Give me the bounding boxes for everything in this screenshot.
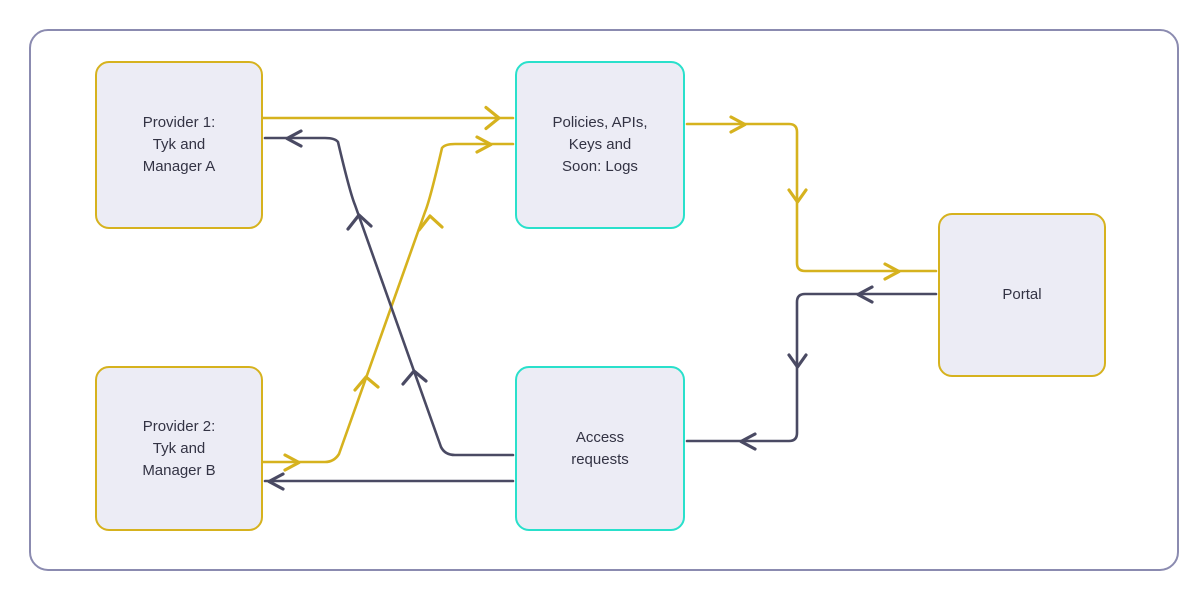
edge-policies-to-portal [685,115,938,281]
node-provider-2[interactable]: Provider 2: Tyk and Manager B [95,366,263,531]
outer-frame [29,29,1179,571]
node-access-requests[interactable]: Access requests [515,366,685,531]
edge-access-to-provider2 [263,472,515,491]
node-portal[interactable]: Portal [938,213,1106,377]
node-policies-apis-keys[interactable]: Policies, APIs, Keys and Soon: Logs [515,61,685,229]
node-provider-1-label: Provider 1: Tyk and Manager A [142,114,216,175]
edge-provider1-to-policies [261,105,515,131]
edge-provider2-to-policies [261,135,515,472]
edge-portal-to-access [685,285,938,451]
edge-access-to-provider1 [263,129,515,457]
node-portal-label: Portal [1002,286,1042,303]
node-policies-apis-keys-label: Policies, APIs, Keys and Soon: Logs [552,114,648,175]
node-provider-1[interactable]: Provider 1: Tyk and Manager A [95,61,263,229]
node-access-requests-label: Access requests [571,428,629,468]
node-provider-2-label: Provider 2: Tyk and Manager B [142,417,216,479]
